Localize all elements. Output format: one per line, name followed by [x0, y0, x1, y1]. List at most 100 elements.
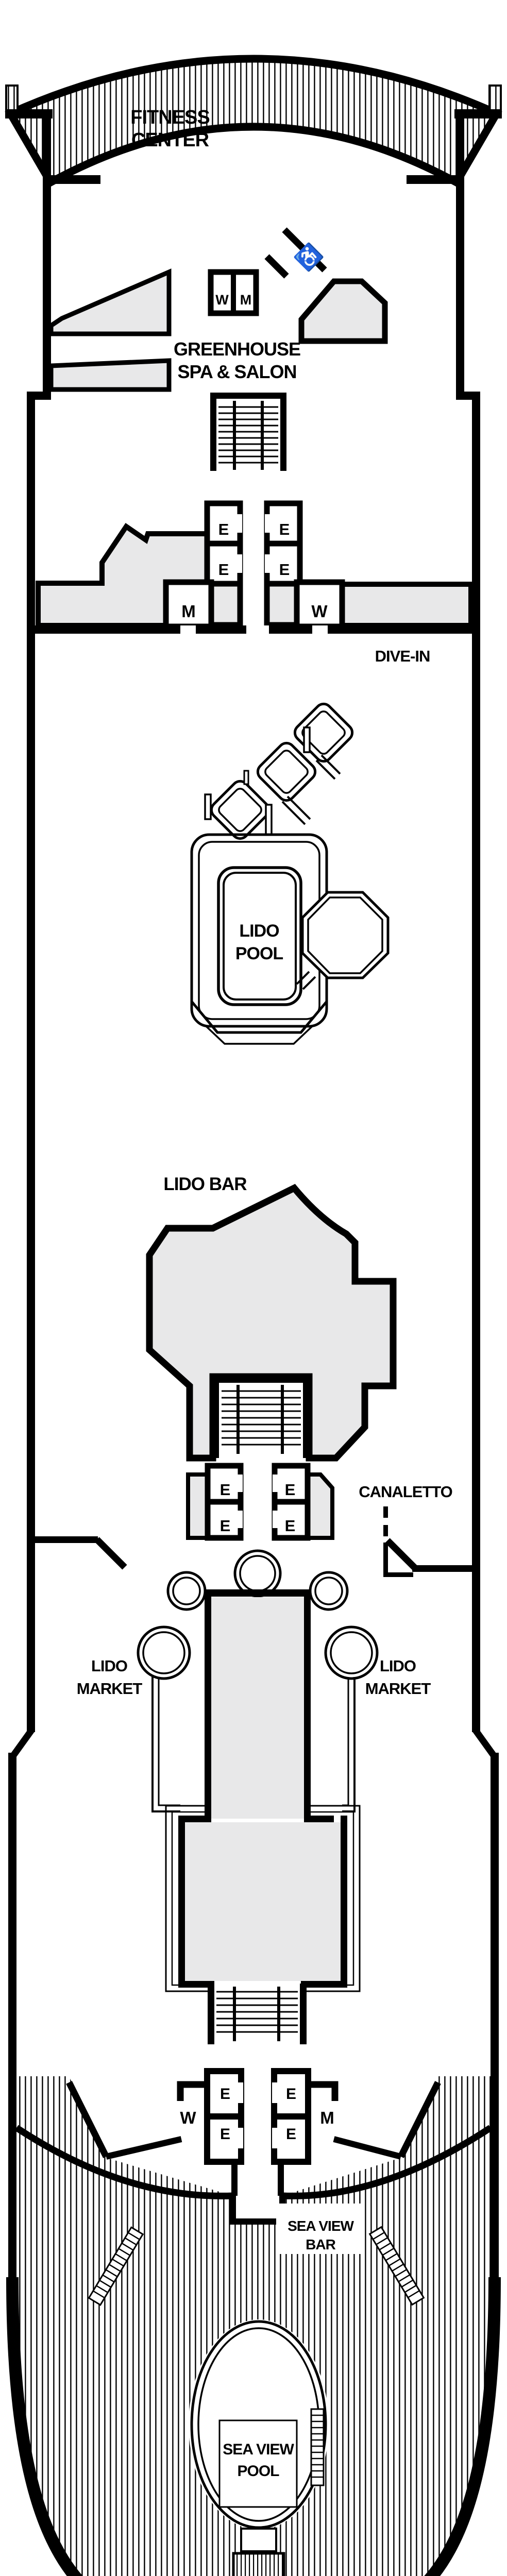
- sea-view-pool: SEA VIEW POOL: [189, 2319, 329, 2552]
- women-label: W: [311, 602, 328, 621]
- lido-pool-area: LIDO POOL: [190, 702, 390, 1045]
- pool-ladder: [310, 2408, 325, 2486]
- fitness-center-label-line2: CENTER: [131, 129, 209, 151]
- sea-view-bar-box: [276, 2204, 365, 2254]
- lido-pool-basin: [217, 866, 302, 1006]
- dive-in-label: DIVE-IN: [375, 647, 430, 665]
- sea-view-pool-label-line1: SEA VIEW: [223, 2441, 294, 2458]
- aft-women-label: W: [180, 2108, 196, 2127]
- hull-wall-right-upper: [456, 116, 464, 396]
- elevator-label: E: [279, 561, 290, 579]
- hull-wall-right-mid: [472, 396, 480, 1732]
- spa-area: W M ♿ GREENHOUSE SPA & SALON: [48, 227, 388, 392]
- bow-column-cap-right: [407, 175, 457, 184]
- market-ornament: [137, 1549, 379, 1992]
- lido-market-left-label-line1: LIDO: [91, 1657, 127, 1675]
- aft-arc-right: [282, 2125, 493, 2199]
- sea-view-bar-label-line2: BAR: [306, 2236, 335, 2252]
- stair-treads: [218, 406, 278, 464]
- spa-gray-band-left: [48, 358, 172, 392]
- spa-diagonal-wall-2: [264, 254, 289, 279]
- elevator-label: E: [220, 2086, 230, 2103]
- bow-cap-bar-left: [5, 109, 53, 118]
- gray-panel-right: [306, 1472, 334, 1540]
- canaletto-wall: [383, 1572, 413, 1577]
- hot-tub-step: [303, 726, 311, 753]
- bow-strip-left: [5, 84, 19, 111]
- elevator-label: E: [218, 561, 229, 579]
- aft-men-label: M: [320, 2108, 334, 2127]
- elevator-label: E: [220, 1481, 231, 1499]
- spa-gray-wedge-left: [48, 268, 172, 336]
- spa-women-label: W: [215, 292, 229, 308]
- curved-stair-left: [88, 2226, 144, 2306]
- market-shaft-upper: [211, 1597, 304, 1819]
- lido-market-right-label-line2: MARKET: [365, 1680, 431, 1698]
- sea-view-bar-label-line1: SEA VIEW: [288, 2218, 354, 2234]
- hull-wall-left-mid: [27, 396, 35, 1732]
- sea-view-pool-label-box: [218, 2419, 298, 2508]
- canaletto-wall: [383, 1543, 388, 1577]
- aft-elevator-lobby: E E E E W M: [177, 2068, 339, 2225]
- spa-restrooms: W M: [208, 269, 259, 316]
- canaletto-dashed-wall: [383, 1506, 388, 1518]
- forward-elevator-lobby: E E E E M W: [31, 500, 476, 634]
- spa-label-line1: GREENHOUSE: [174, 338, 300, 360]
- hull-wall-left-lower: [8, 1753, 16, 2283]
- curved-stair-right: [368, 2226, 425, 2306]
- aft-secondary-wall-right: [333, 2136, 402, 2160]
- elevator-label: E: [279, 520, 290, 538]
- spa-restroom-divider: [231, 272, 236, 313]
- pool-step-stub: [240, 2528, 277, 2552]
- fitness-center-area: FITNESS CENTER: [130, 107, 210, 151]
- bow-cap-bar-right: [454, 109, 502, 118]
- deck-wall-right: [412, 1565, 476, 1572]
- bow-structure: [5, 55, 502, 188]
- canaletto-area: CANALETTO: [31, 1483, 476, 1577]
- lido-pool-basin-inner: [223, 872, 297, 1001]
- fitness-center-label-line1: FITNESS: [130, 107, 209, 128]
- lido-pool-label-line2: POOL: [235, 944, 283, 963]
- bow-column-cap-left: [50, 175, 100, 184]
- sea-view-deck: E E E E W M SEA VIEW BAR: [6, 2068, 501, 2576]
- lido-bar-area: LIDO BAR: [146, 1174, 397, 1462]
- lido-market-left-label-line2: MARKET: [77, 1680, 143, 1698]
- deck-wall-left: [31, 1536, 98, 1543]
- hull-flare-right: [472, 1731, 499, 1757]
- aft-wing-wall-right: [398, 2081, 441, 2158]
- hot-tub-step: [243, 770, 249, 785]
- bow-hatched-band: [5, 55, 502, 188]
- hull-sides: [8, 116, 499, 2283]
- lido-pool-label-line1: LIDO: [239, 921, 279, 941]
- elevator-label: E: [286, 2126, 296, 2143]
- elevator-label: E: [285, 1517, 296, 1535]
- elevator-label: E: [218, 520, 229, 538]
- mid-elevator-lobby: E E E E: [186, 1463, 334, 1541]
- lido-bar-label: LIDO BAR: [163, 1174, 247, 1194]
- octagon-hot-tub: [296, 891, 390, 990]
- bow-strip-right: [488, 84, 502, 111]
- gray-panel-left: [186, 1472, 210, 1540]
- aft-secondary-wall-left: [105, 2136, 182, 2160]
- spa-men-label: M: [240, 292, 252, 308]
- spa-diagonal-wall-1: [282, 227, 327, 273]
- hull-wall-right-lower: [491, 1753, 499, 2283]
- lido-bar-gray-area: [146, 1183, 397, 1462]
- elevator-label: E: [286, 2086, 296, 2103]
- elevator-label: E: [220, 2126, 230, 2143]
- hull-wall-left-upper: [43, 116, 51, 396]
- elevator-label: E: [220, 1517, 231, 1535]
- mid-stairs: [213, 1377, 309, 1458]
- spa-label-line2: SPA & SALON: [177, 361, 296, 382]
- aft-wing-wall-left: [66, 2081, 109, 2158]
- spa-gray-area-right: [298, 278, 388, 344]
- aft-lobby-white-area: [69, 2076, 438, 2225]
- aft-stairs: [208, 1984, 307, 2044]
- pool-deck-terrace: [191, 1001, 328, 1034]
- canaletto-label: CANALETTO: [359, 1483, 452, 1501]
- forward-stairs: [210, 393, 286, 471]
- elevator-label: E: [285, 1481, 296, 1499]
- deck-wall-left-diag: [94, 1537, 127, 1570]
- gray-band-right: [340, 582, 474, 628]
